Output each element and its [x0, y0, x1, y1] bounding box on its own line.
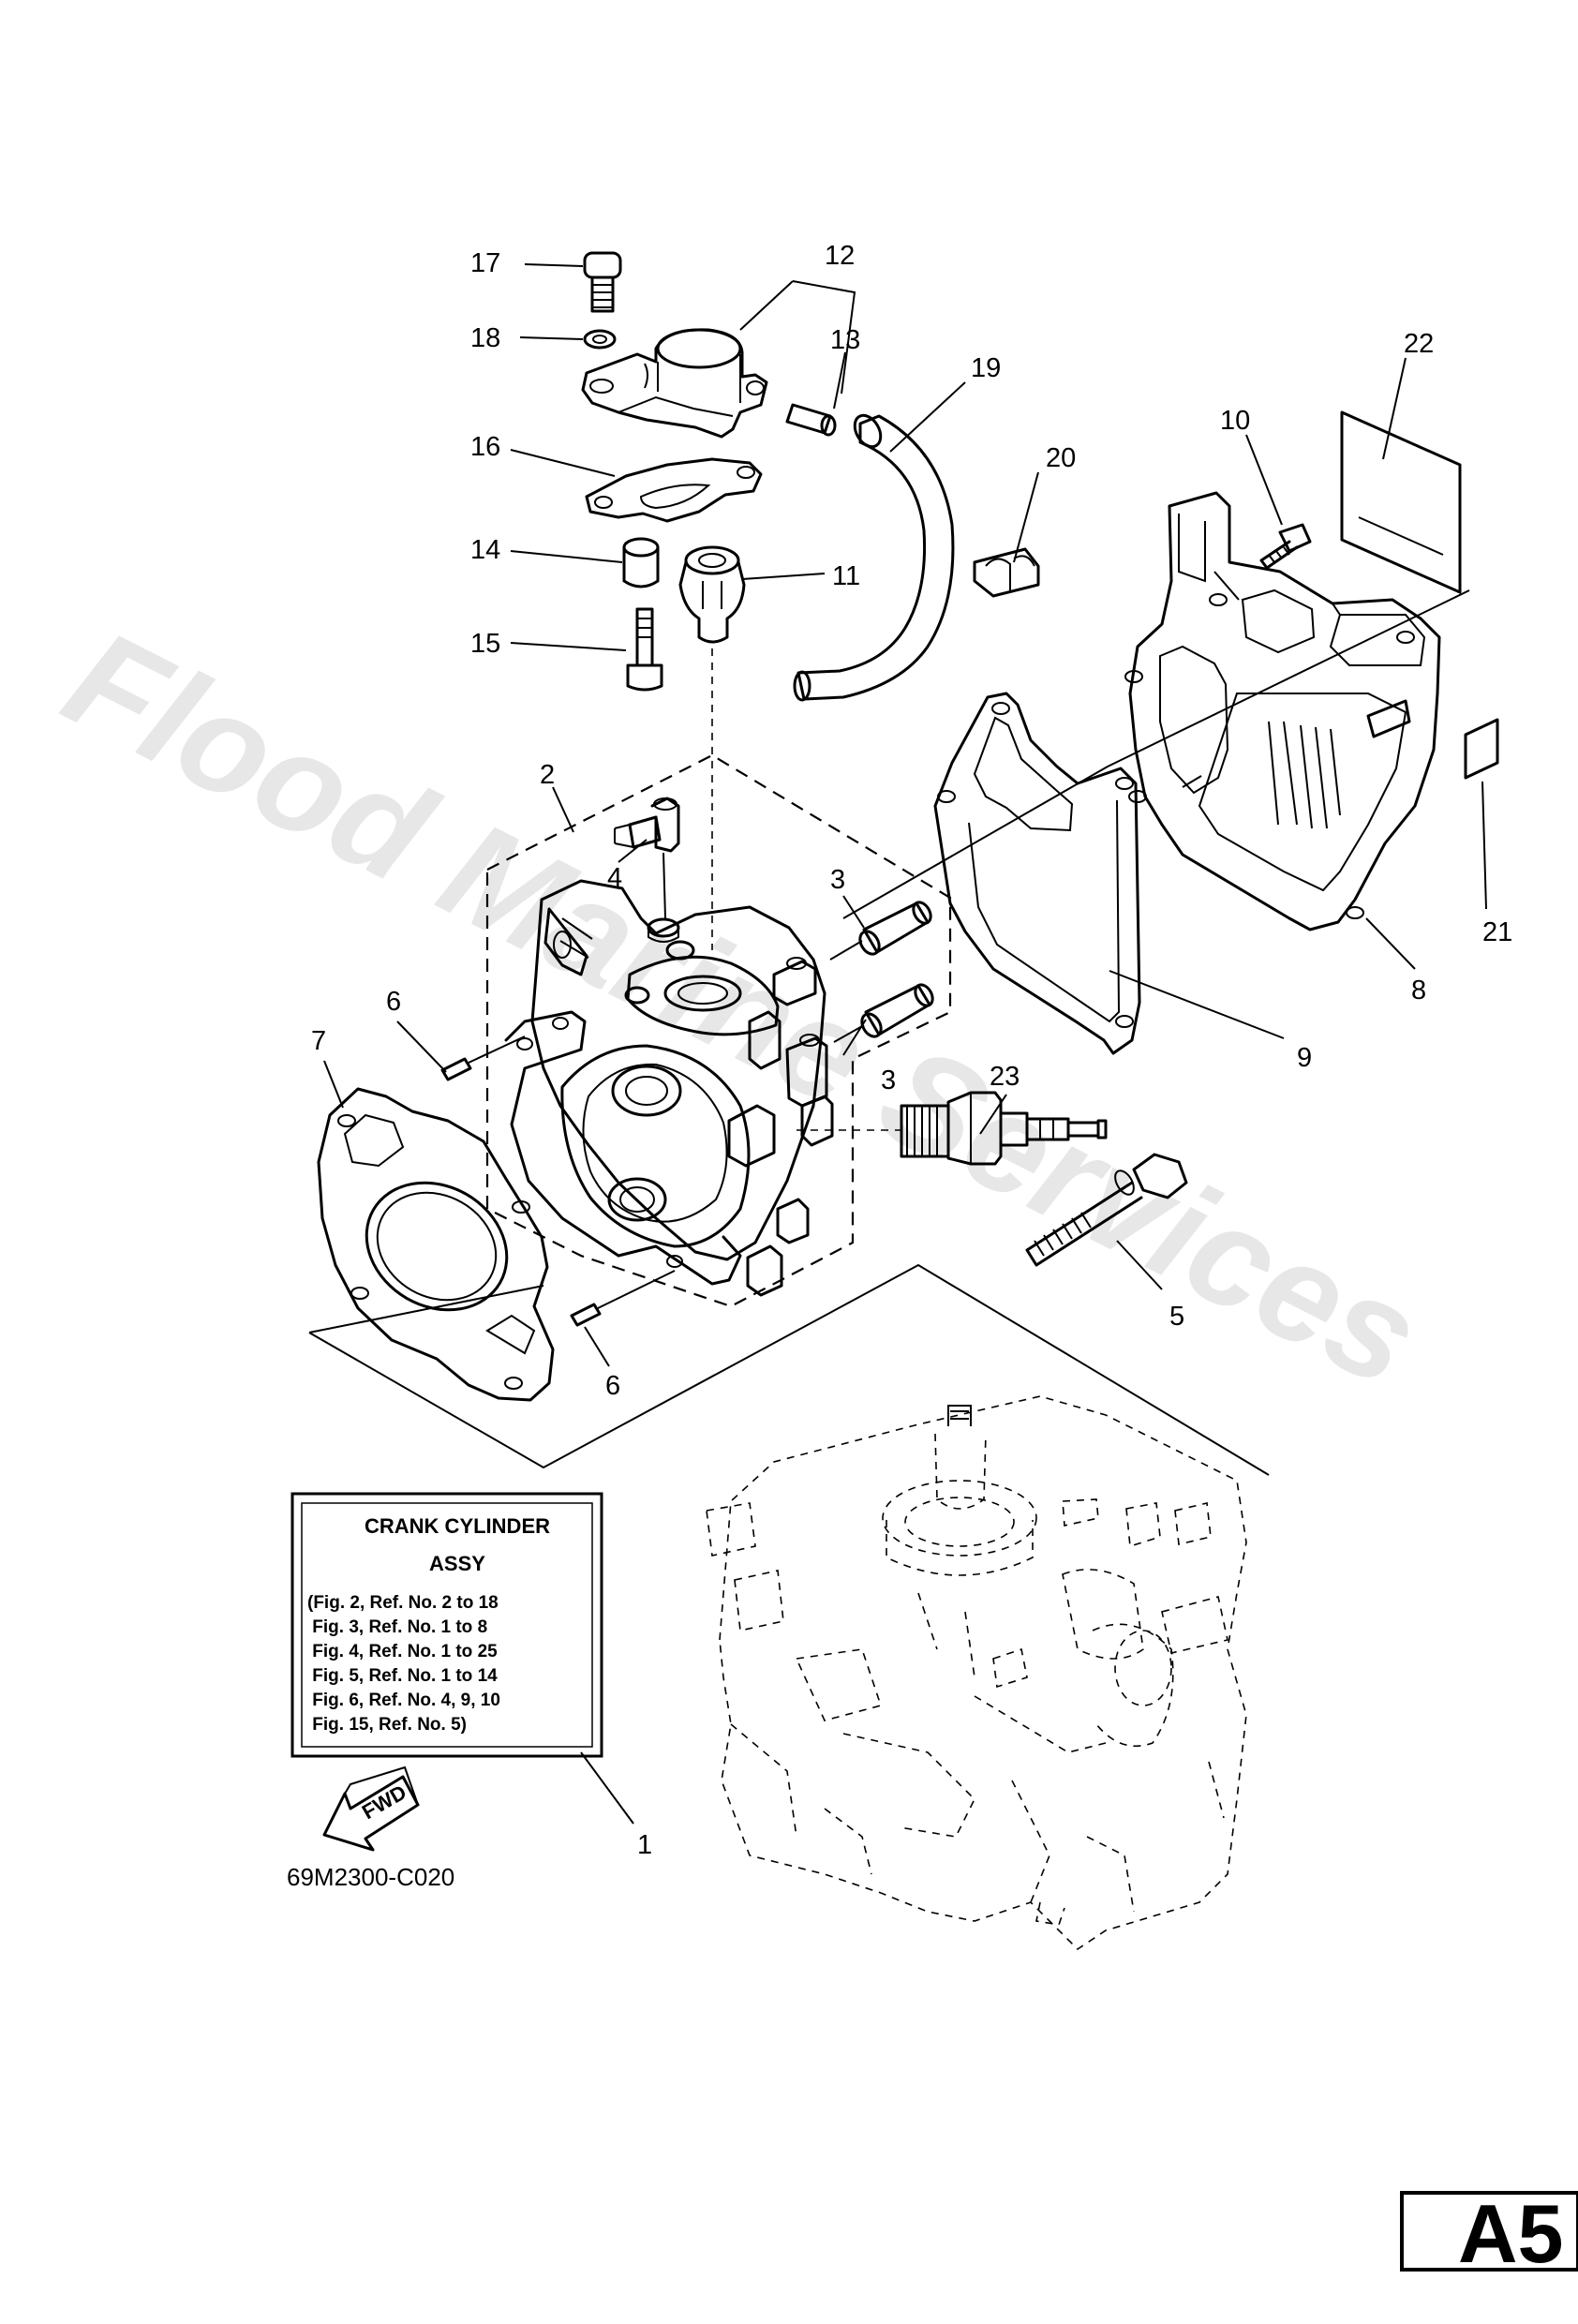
part-22-label-plate — [1340, 410, 1462, 594]
part-2-cylinder-head-boundary — [485, 753, 952, 1308]
watermark-text: Flood Marine Services — [42, 599, 1443, 1417]
callout-14: 14 — [470, 535, 500, 565]
part-3-dowel-upper — [829, 901, 932, 961]
part-16-gasket — [585, 457, 763, 523]
callout-11: 11 — [832, 561, 860, 591]
part-2-cylinder-head — [504, 879, 834, 1297]
part-23-spark-plug — [796, 1091, 1108, 1166]
assembly-ref-line-4: Fig. 5, Ref. No. 1 to 14 — [307, 1666, 498, 1686]
leader-lines — [323, 263, 1487, 1825]
callout-15: 15 — [470, 629, 500, 659]
callout-2: 2 — [540, 760, 555, 790]
callout-6-lower: 6 — [605, 1371, 620, 1401]
part-12-thermostat-cover — [581, 328, 768, 439]
callout-5: 5 — [1169, 1302, 1184, 1332]
callout-7: 7 — [311, 1026, 326, 1056]
drawing-code: 69M2300-C020 — [287, 1863, 454, 1891]
part-9-exhaust-gasket — [933, 692, 1141, 1055]
part-21-small-plate — [1464, 718, 1499, 780]
part-8-exhaust-cover — [1124, 491, 1441, 931]
callout-numbers: 17 18 12 13 19 22 16 20 10 14 11 15 2 3 … — [311, 241, 1512, 1860]
callout-17: 17 — [470, 248, 500, 278]
assembly-title-line1: CRANK CYLINDER — [365, 1514, 550, 1538]
part-14-collar — [622, 537, 660, 588]
part-13-pipe-fitting — [785, 403, 837, 437]
callout-9: 9 — [1297, 1043, 1312, 1073]
part-6-dowel-pin-upper — [440, 1035, 526, 1081]
callout-23: 23 — [990, 1062, 1020, 1092]
page-badge-text: A5 — [1458, 2187, 1564, 2280]
part-1-crank-cylinder — [706, 1395, 1247, 1951]
page-badge: A5 — [1400, 2187, 1578, 2280]
callout-18: 18 — [470, 323, 500, 353]
assembly-ref-line-2: Fig. 3, Ref. No. 1 to 8 — [307, 1617, 487, 1637]
callout-13: 13 — [830, 325, 860, 355]
callout-16: 16 — [470, 432, 500, 462]
part-4-elbow-fitting — [614, 797, 680, 919]
part-18-washer — [583, 329, 617, 350]
part-15-bolt — [626, 607, 663, 692]
callout-20: 20 — [1046, 443, 1076, 473]
assembly-info-box: CRANK CYLINDER ASSY (Fig. 2, Ref. No. 2 … — [290, 1492, 603, 1758]
callout-3-lower: 3 — [881, 1065, 896, 1095]
callout-4: 4 — [607, 863, 622, 893]
callout-22: 22 — [1404, 329, 1434, 359]
assembly-title-line2: ASSY — [429, 1552, 485, 1575]
part-7-head-gasket — [317, 1087, 555, 1402]
part-20-hose-clip — [973, 547, 1040, 598]
part-19-hose — [796, 414, 955, 701]
part-5-long-bolt — [1025, 1153, 1188, 1267]
part-11-thermostat — [678, 545, 746, 644]
part-10-bolt — [1259, 523, 1312, 570]
assembly-ref-line-1: (Fig. 2, Ref. No. 2 to 18 — [307, 1593, 499, 1613]
part-4-cover-plug — [647, 917, 680, 943]
assembly-ref-line-5: Fig. 6, Ref. No. 4, 9, 10 — [307, 1691, 500, 1710]
part-6-dowel-pin-lower — [570, 1270, 676, 1327]
fwd-arrow-icon: FWD — [322, 1765, 420, 1852]
callout-19: 19 — [971, 353, 1001, 383]
assembly-ref-line-6: Fig. 15, Ref. No. 5) — [307, 1715, 467, 1735]
part-3-dowel-lower — [833, 983, 934, 1043]
part-17-bolt — [583, 251, 622, 313]
callout-1: 1 — [637, 1830, 652, 1860]
callout-21: 21 — [1482, 917, 1512, 947]
assembly-ref-line-3: Fig. 4, Ref. No. 1 to 25 — [307, 1642, 498, 1661]
callout-8: 8 — [1411, 976, 1426, 1006]
callout-10: 10 — [1220, 406, 1250, 436]
callout-3-upper: 3 — [830, 865, 845, 895]
callout-12: 12 — [825, 241, 855, 271]
callout-6-upper: 6 — [386, 987, 401, 1017]
